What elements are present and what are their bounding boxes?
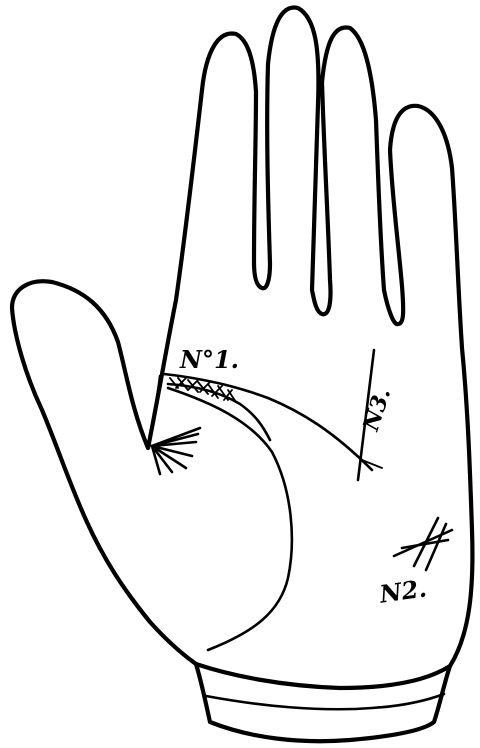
line-1-island-hatching — [170, 378, 236, 402]
cross-mark — [394, 518, 452, 570]
label-no-2: N2. — [377, 573, 429, 608]
star-mark — [152, 428, 200, 474]
label-no-3: N3. — [358, 385, 396, 435]
thumb-crease — [150, 376, 160, 440]
life-line — [168, 388, 292, 650]
wrist-crease — [206, 694, 444, 709]
label-no-1: N°1. — [179, 345, 239, 374]
